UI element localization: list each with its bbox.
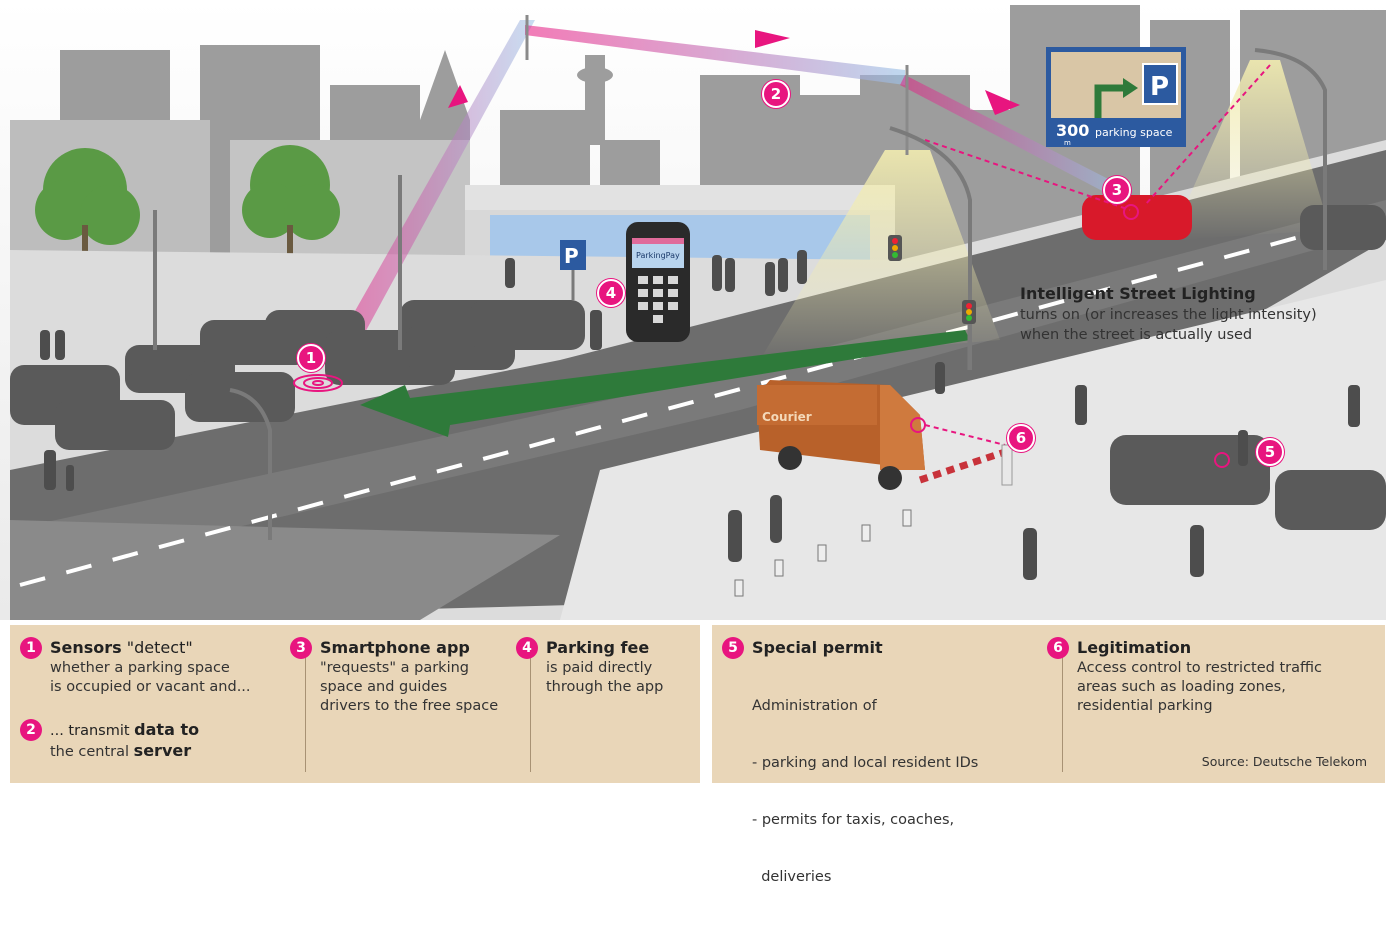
legend-num-2: 2 (20, 719, 42, 741)
street-lighting-callout: Intelligent Street Lighting turns on (or… (1020, 284, 1360, 345)
source-credit: Source: Deutsche Telekom (1201, 754, 1367, 769)
legend-3-line-2: space and guides (320, 679, 448, 695)
legend-panel-right: 5 Special permit Administration of - par… (712, 625, 1385, 885)
callout-line-1: turns on (or increases the light intensi… (1020, 307, 1317, 323)
sign-distance-value: 300 (1056, 121, 1089, 140)
legend-divider (305, 647, 306, 772)
scene-badge-6: 6 (1007, 424, 1035, 452)
overhead-sign-letter: P (1150, 72, 1169, 102)
scene-badge-4: 4 (597, 279, 625, 307)
scene-badge-5: 5 (1256, 438, 1284, 466)
legend-3-line-1: "requests" a parking (320, 660, 469, 676)
legend-num-4: 4 (516, 637, 538, 659)
parking-sign-letter: P (564, 244, 579, 268)
scene-badge-2: 2 (762, 80, 790, 108)
legend-4-line-1: is paid directly (546, 660, 653, 676)
legend-divider (530, 647, 531, 772)
legend-6-line-2: areas such as loading zones, (1077, 679, 1286, 695)
legend-2-bold-1: data to (134, 720, 200, 739)
red-car (1082, 195, 1192, 240)
bollards (734, 509, 912, 597)
smart-parking-scene: P P 300 m parking space ParkingPay Couri… (0, 0, 1386, 620)
parked-cars (10, 205, 1386, 530)
legend-item-6: 6 Legitimation Access control to restric… (1047, 637, 1367, 737)
barrier-arm (918, 448, 1007, 484)
legend-panel-left: 1 Sensors "detect" whether a parking spa… (10, 625, 700, 783)
legend-5-line-4: deliveries (752, 869, 832, 885)
legend-1-line-1: whether a parking space (50, 660, 230, 676)
callout-title: Intelligent Street Lighting (1020, 284, 1256, 303)
callout-line-2: when the street is actually used (1020, 327, 1253, 343)
legend-4-bold: Parking fee (546, 638, 650, 657)
legend-3-line-3: drivers to the free space (320, 698, 499, 714)
sign-distance-label: parking space (1095, 126, 1173, 139)
legend-5-line-3: - permits for taxis, coaches, (752, 812, 955, 828)
legend-5-line-2: - parking and local resident IDs (752, 755, 979, 771)
street-lamps (153, 48, 1327, 540)
lane-markings (19, 213, 1381, 587)
legend-6-line-1: Access control to restricted traffic (1077, 660, 1322, 676)
legend-6-bold: Legitimation (1077, 638, 1192, 657)
legend-4-line-2: through the app (546, 679, 664, 695)
legend-2-bold-2: server (133, 741, 192, 760)
legend-1-rest: "detect" (121, 638, 193, 657)
signal-direction-arrows (448, 30, 1020, 115)
legend-5-bold: Special permit (752, 638, 883, 657)
legend-num-6: 6 (1047, 637, 1069, 659)
van-label: Courier (762, 410, 812, 424)
trees (35, 145, 340, 245)
legend-2-pre: ... transmit (50, 723, 135, 739)
legend-num-5: 5 (722, 637, 744, 659)
pedestrians (40, 250, 1360, 580)
legend-1-bold: Sensors (50, 638, 122, 657)
legend-item-5: 5 Special permit Administration of - par… (722, 637, 1032, 885)
legend-divider (1062, 647, 1063, 772)
app-name: ParkingPay (636, 251, 680, 260)
legend-item-4: 4 Parking fee is paid directly through t… (516, 637, 696, 717)
courier-van (757, 380, 926, 490)
scene-badge-3: 3 (1103, 176, 1131, 204)
legend-item-2: 2 ... transmit data to the central serve… (20, 719, 310, 769)
legend-1-line-2: is occupied or vacant and... (50, 679, 251, 695)
legend-6-line-3: residential parking (1077, 698, 1213, 714)
legend-5-line-1: Administration of (752, 698, 877, 714)
guide-arrow (360, 330, 970, 437)
legend-item-3: 3 Smartphone app "requests" a parking sp… (290, 637, 505, 747)
legend-item-1: 1 Sensors "detect" whether a parking spa… (20, 637, 310, 717)
legend-num-1: 1 (20, 637, 42, 659)
sign-distance-unit: m (1064, 139, 1071, 147)
legend-2-line2-pre: the central (50, 744, 134, 760)
sensor-ring (293, 374, 343, 392)
scene-badge-1: 1 (297, 344, 325, 372)
legend-3-bold: Smartphone app (320, 638, 470, 657)
legend-num-3: 3 (290, 637, 312, 659)
